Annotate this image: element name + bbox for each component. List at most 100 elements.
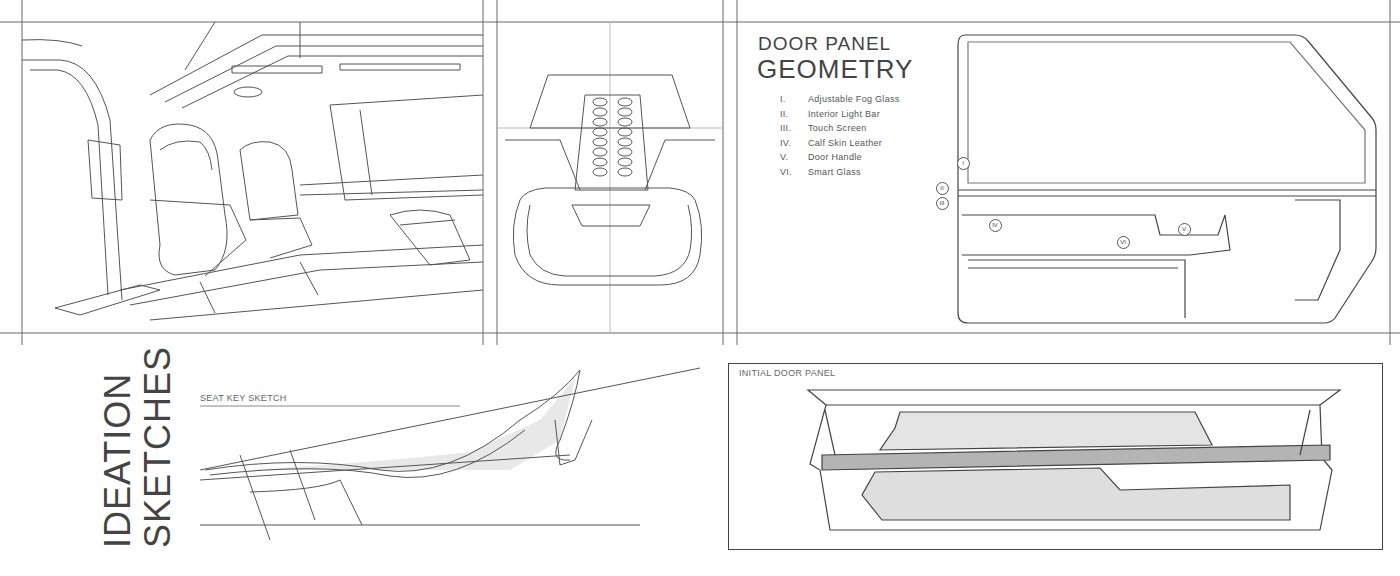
list-numeral: III. bbox=[780, 123, 791, 134]
seat-plan-view-sketch-stroke bbox=[572, 205, 650, 226]
interior-perspective-sketch-stroke bbox=[22, 60, 122, 300]
seat-key-sketch-stroke bbox=[250, 480, 362, 525]
seat-plan-view-sketch-stroke bbox=[593, 138, 607, 146]
initial-door-panel-sketch-stroke bbox=[808, 390, 1340, 530]
seat-plan-view-sketch-stroke bbox=[618, 98, 632, 106]
interior-perspective-sketch-stroke bbox=[330, 95, 483, 105]
interior-perspective-sketch-stroke bbox=[234, 87, 262, 97]
interior-perspective-sketch-stroke bbox=[182, 56, 483, 108]
seat-key-sketch-stroke bbox=[555, 420, 592, 465]
seat-plan-view-sketch-stroke bbox=[645, 140, 715, 190]
callout-number: VI bbox=[1117, 236, 1130, 249]
interior-perspective-sketch-stroke bbox=[340, 64, 460, 70]
seat-plan-view-sketch-stroke bbox=[593, 148, 607, 156]
door-panel-outline-stroke bbox=[962, 215, 1230, 255]
list-numeral: II. bbox=[780, 109, 788, 120]
door-panel-outline-stroke bbox=[958, 195, 1376, 196]
initial-door-panel-sketch-stroke bbox=[880, 412, 1212, 450]
panel-frame-stroke bbox=[723, 0, 724, 345]
seat-plan-view-sketch-stroke bbox=[618, 168, 632, 176]
sheet-heading: DOOR PANEL bbox=[758, 33, 891, 56]
initial-door-panel-sketch-stroke bbox=[862, 468, 1290, 520]
panel-frame-stroke bbox=[1390, 0, 1391, 345]
panel-frame bbox=[0, 0, 1400, 345]
interior-perspective-sketch-stroke bbox=[55, 285, 160, 315]
section-title: SKETCHES bbox=[140, 346, 176, 548]
interior-perspective-sketch-stroke bbox=[250, 218, 312, 258]
panel-frame-stroke bbox=[483, 0, 484, 345]
frame-box: INITIAL DOOR PANEL bbox=[728, 363, 1383, 550]
interior-perspective-sketch-stroke bbox=[165, 46, 483, 102]
door-panel-outline-stroke bbox=[958, 189, 1376, 190]
callout-number: V bbox=[1178, 223, 1191, 236]
door-panel-outline-stroke bbox=[968, 42, 1365, 183]
interior-perspective-sketch-stroke bbox=[232, 66, 322, 73]
seat-plan-view-sketch-stroke bbox=[618, 118, 632, 126]
interior-perspective-sketch-stroke bbox=[22, 40, 82, 46]
interior-perspective-sketch-stroke bbox=[390, 210, 470, 265]
seat-plan-view-sketch-stroke bbox=[593, 118, 607, 126]
seat-key-sketch-stroke bbox=[205, 370, 580, 471]
seat-plan-view-sketch-stroke bbox=[593, 98, 607, 106]
seat-plan-view-sketch-stroke bbox=[530, 75, 690, 128]
part-name: Smart Glass bbox=[808, 167, 861, 178]
panel-frame-stroke bbox=[0, 333, 1400, 334]
interior-perspective-sketch-stroke bbox=[330, 105, 483, 200]
callout-number: IV bbox=[989, 219, 1002, 232]
seat-plan-view-sketch-stroke bbox=[618, 148, 632, 156]
seat-plan-view-sketch-stroke bbox=[593, 108, 607, 116]
initial-door-panel-sketch-stroke bbox=[825, 410, 1310, 455]
door-panel-outline-stroke bbox=[968, 260, 1185, 318]
initial-door-panel-sketch-stroke bbox=[826, 404, 1320, 405]
interior-perspective-sketch-stroke bbox=[300, 190, 483, 195]
seat-plan-view-sketch-stroke bbox=[527, 205, 692, 276]
seat-plan-view-sketch-stroke bbox=[610, 22, 611, 333]
door-panel-outline-stroke bbox=[1295, 200, 1340, 300]
section-title: IDEATION bbox=[100, 373, 136, 548]
interior-perspective-sketch-stroke bbox=[160, 141, 212, 170]
seat-key-sketch-stroke bbox=[200, 406, 460, 407]
seat-plan-view-sketch-stroke bbox=[513, 188, 701, 285]
interior-perspective-sketch bbox=[22, 22, 483, 320]
part-name: Calf Skin Leather bbox=[808, 138, 882, 149]
seat-plan-view-sketch-stroke bbox=[618, 108, 632, 116]
seat-key-sketch-stroke bbox=[200, 525, 640, 526]
panel-frame-stroke bbox=[22, 0, 23, 345]
callout-number: II bbox=[936, 182, 949, 195]
interior-perspective-sketch-stroke bbox=[185, 22, 215, 70]
seat-plan-view-sketch bbox=[497, 22, 723, 333]
list-numeral: I. bbox=[780, 94, 786, 105]
list-numeral: IV. bbox=[780, 138, 791, 149]
interior-perspective-sketch-stroke bbox=[30, 70, 108, 295]
list-numeral: VI. bbox=[780, 167, 792, 178]
seat-plan-view-sketch-stroke bbox=[593, 128, 607, 136]
panel-frame-stroke bbox=[0, 22, 1400, 23]
interior-perspective-sketch-stroke bbox=[400, 220, 455, 225]
seat-plan-view-sketch-stroke bbox=[575, 95, 648, 190]
part-name: Adjustable Fog Glass bbox=[808, 94, 900, 105]
seat-plan-view-sketch-stroke bbox=[593, 158, 607, 166]
door-panel-outline-stroke bbox=[968, 267, 1178, 268]
interior-perspective-sketch-stroke bbox=[130, 262, 483, 305]
interior-perspective-sketch-stroke bbox=[300, 22, 301, 58]
interior-perspective-sketch-stroke bbox=[150, 290, 483, 320]
part-name: Touch Screen bbox=[808, 123, 867, 134]
seat-key-sketch bbox=[200, 368, 700, 540]
seat-plan-view-sketch-stroke bbox=[505, 140, 580, 190]
seat-key-sketch-stroke bbox=[200, 455, 570, 480]
door-panel-outline-stroke bbox=[958, 35, 1376, 323]
panel-frame-stroke bbox=[737, 0, 738, 345]
interior-perspective-sketch-stroke bbox=[150, 200, 246, 276]
seat-plan-view-sketch-stroke bbox=[593, 168, 607, 176]
interior-perspective-sketch-stroke bbox=[300, 262, 318, 295]
seat-plan-view-sketch-stroke bbox=[618, 128, 632, 136]
seat-key-sketch-stroke bbox=[240, 455, 270, 540]
seat-key-sketch-stroke bbox=[200, 368, 700, 470]
panel-frame-stroke bbox=[497, 0, 498, 345]
seat-key-sketch-stroke bbox=[210, 430, 525, 478]
interior-perspective-sketch-stroke bbox=[150, 124, 227, 275]
door-panel-outline bbox=[958, 35, 1376, 323]
